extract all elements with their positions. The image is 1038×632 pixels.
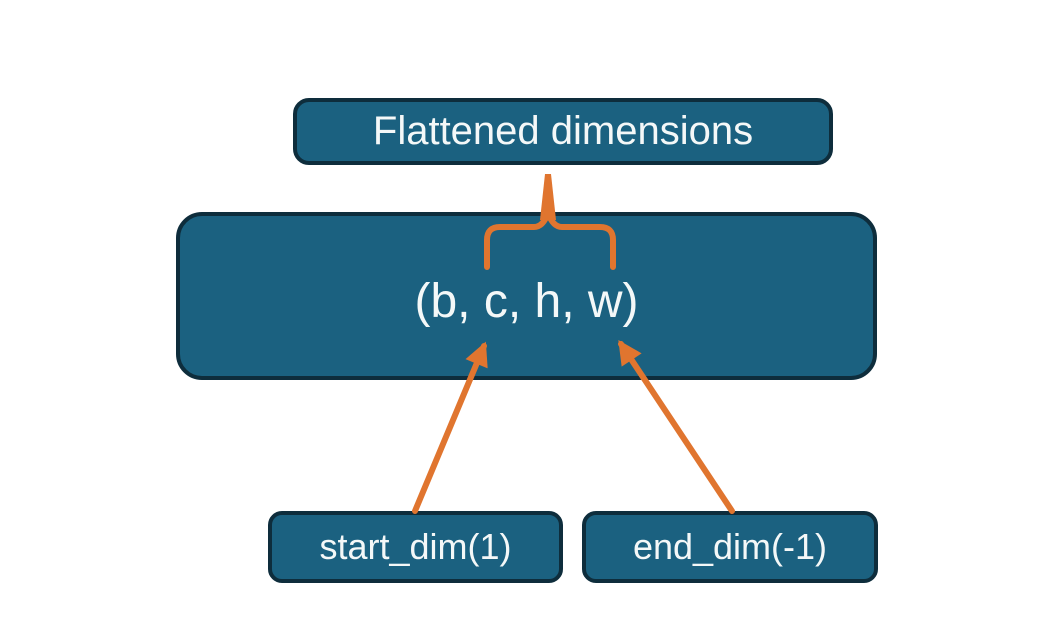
end-dim-box: end_dim(-1) [582, 511, 878, 583]
end-dim-label: end_dim(-1) [632, 526, 828, 567]
flattened-dimensions-label: Flattened dimensions [372, 109, 754, 153]
start-dim-box: start_dim(1) [268, 511, 563, 583]
flattened-dimensions-box: Flattened dimensions [293, 98, 833, 165]
tensor-shape-label: (b, c, h, w) [414, 274, 639, 328]
start-dim-label: start_dim(1) [319, 526, 512, 567]
tensor-shape-box: (b, c, h, w) [176, 212, 877, 380]
